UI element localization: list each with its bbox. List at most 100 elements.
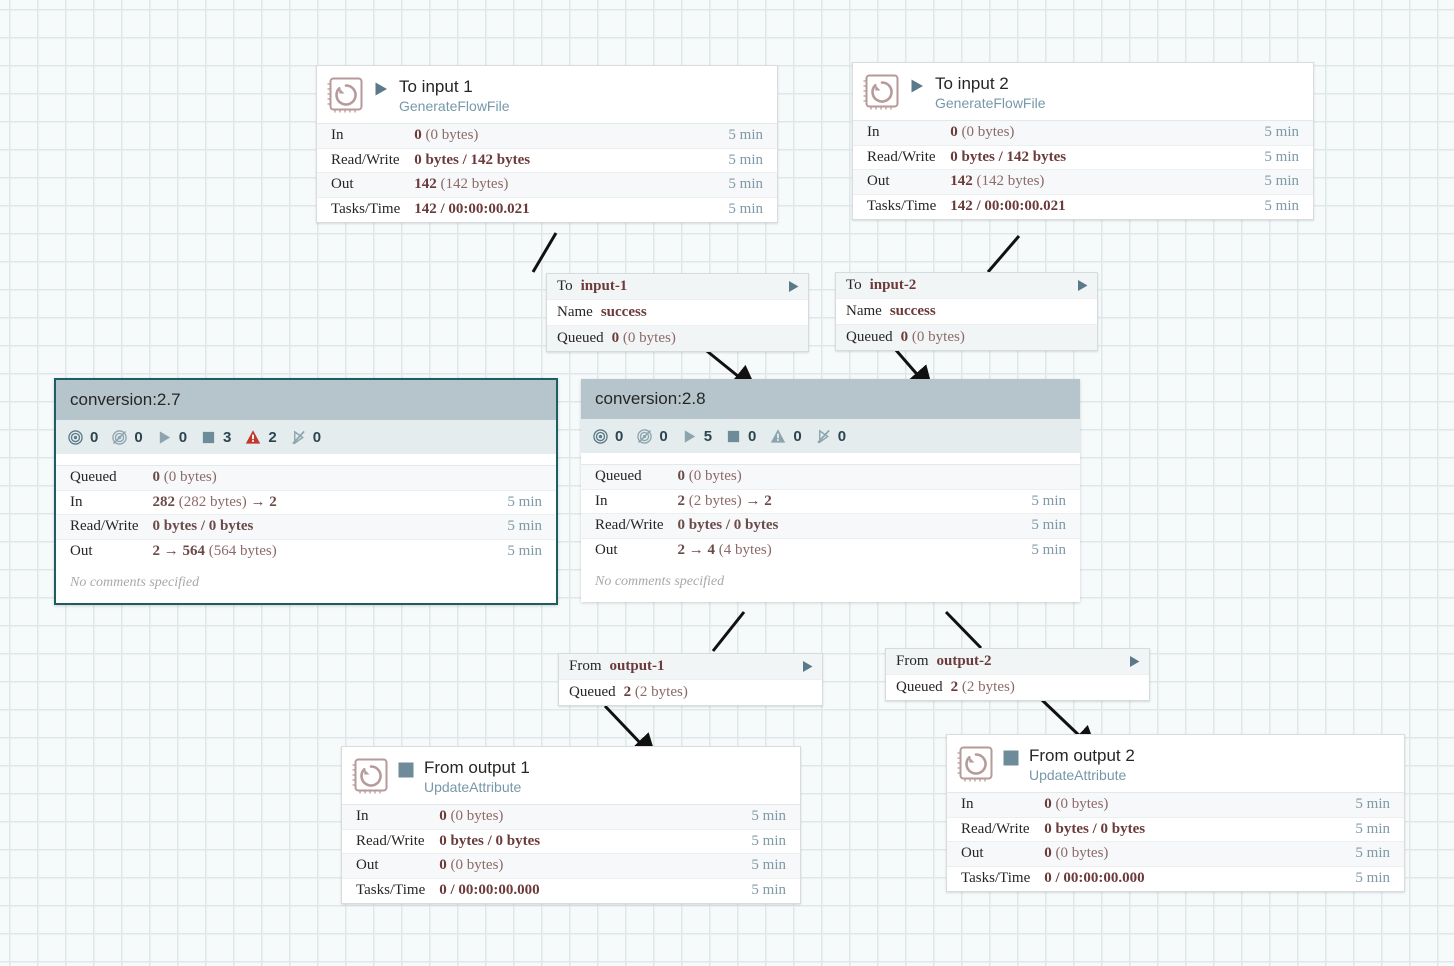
stat-time: 5 min — [1355, 816, 1404, 842]
processor-icon — [352, 757, 390, 795]
process-group-conversion-2-8[interactable]: conversion:2.8 0 — [581, 379, 1080, 602]
stat-value: 2 → 564 (564 bytes) — [138, 538, 508, 564]
play-icon[interactable] — [787, 280, 800, 293]
stop-icon[interactable] — [398, 762, 414, 778]
status-not-transmitting: 0 — [637, 428, 668, 445]
table-row: Read/Write 0 bytes / 142 bytes 5 min — [853, 144, 1313, 170]
connection-row-source: From output-1 — [559, 654, 822, 679]
processor-name: From output 1 — [424, 758, 530, 777]
connection-value: success — [889, 303, 936, 319]
stat-time — [1031, 464, 1080, 489]
play-icon[interactable] — [909, 78, 925, 94]
stat-label: Out — [581, 537, 664, 563]
stat-value: 0 / 00:00:00.000 — [425, 877, 752, 903]
stat-label: Queued — [56, 465, 139, 490]
table-row: Read/Write 0 bytes / 0 bytes 5 min — [947, 816, 1404, 842]
stat-time: 5 min — [751, 804, 800, 829]
stop-icon[interactable] — [1003, 750, 1019, 766]
connection-to-input-1[interactable]: To input-1 Name success Queued 0 (0 byte… — [546, 273, 809, 352]
stat-time: 5 min — [728, 123, 777, 148]
stat-value: 0 (0 bytes) — [400, 123, 729, 148]
connection-row-destination: To input-2 — [836, 273, 1097, 298]
status-disabled: 0 — [816, 428, 846, 445]
processor-from-output-2[interactable]: From output 2 UpdateAttribute In 0 (0 by… — [946, 734, 1405, 892]
connection-row-name: Name success — [547, 299, 808, 325]
table-row: Read/Write 0 bytes / 0 bytes 5 min — [342, 828, 800, 854]
table-row: Tasks/Time 142 / 00:00:00.021 5 min — [317, 196, 777, 222]
table-row: Out 142 (142 bytes) 5 min — [853, 169, 1313, 194]
status-count: 2 — [268, 428, 277, 446]
stat-label: Read/Write — [853, 144, 937, 170]
status-stopped: 3 — [201, 429, 231, 446]
transmitting-icon — [593, 428, 608, 444]
connection-from-output-2[interactable]: From output-2 Queued 2 (2 bytes) — [885, 648, 1150, 701]
warning-icon — [770, 428, 786, 444]
stat-time: 5 min — [1264, 120, 1313, 145]
status-count: 0 — [178, 428, 188, 446]
connection-label: To — [557, 278, 573, 294]
process-group-status-bar: 0 0 0 — [56, 420, 556, 454]
status-running: 0 — [157, 429, 187, 446]
connection-row-source: From output-2 — [886, 649, 1149, 674]
play-icon[interactable] — [801, 660, 814, 673]
stat-label: Tasks/Time — [947, 865, 1031, 891]
not-transmitting-icon — [637, 428, 653, 444]
processor-from-output-1[interactable]: From output 1 UpdateAttribute In 0 (0 by… — [341, 746, 801, 904]
connection-label: Queued — [846, 329, 893, 345]
processor-stats-table: In 0 (0 bytes) 5 min Read/Write 0 bytes … — [317, 123, 777, 222]
processor-to-input-1[interactable]: To input 1 GenerateFlowFile In 0 (0 byte… — [316, 65, 778, 223]
table-row: In 0 (0 bytes) 5 min — [947, 792, 1404, 817]
status-invalid: 2 — [245, 428, 277, 446]
table-row: Out 142 (142 bytes) 5 min — [317, 172, 777, 197]
process-group-comment: No comments specified — [56, 563, 556, 603]
connection-from-output-1[interactable]: From output-1 Queued 2 (2 bytes) — [558, 653, 823, 706]
processor-to-input-2[interactable]: To input 2 GenerateFlowFile In 0 (0 byte… — [852, 62, 1314, 220]
processor-type: GenerateFlowFile — [399, 98, 510, 114]
connection-label: From — [896, 653, 929, 669]
stat-time: 5 min — [751, 877, 800, 903]
wire-from-output-2-upper — [944, 610, 983, 650]
play-icon[interactable] — [1076, 279, 1089, 292]
stat-value: 0 (0 bytes) — [936, 120, 1265, 145]
play-icon[interactable] — [1128, 655, 1141, 668]
stat-time: 5 min — [751, 853, 800, 878]
status-transmitting: 0 — [68, 429, 98, 446]
processor-header: From output 1 UpdateAttribute — [342, 747, 800, 804]
processor-name: From output 2 — [1029, 746, 1135, 765]
stat-value: 0 bytes / 142 bytes — [936, 144, 1265, 170]
process-group-stats-table: Queued 0 (0 bytes) In 282 (282 bytes) → … — [56, 465, 556, 564]
stat-value: 142 (142 bytes) — [400, 172, 729, 197]
connection-value: 0 (0 bytes) — [900, 329, 965, 345]
connection-value: success — [600, 304, 647, 320]
status-disabled: 0 — [291, 429, 321, 446]
table-row: Out 0 (0 bytes) 5 min — [947, 841, 1404, 866]
process-group-comment: No comments specified — [581, 562, 1080, 602]
stat-label: Read/Write — [56, 514, 139, 539]
table-row: Out 0 (0 bytes) 5 min — [342, 853, 800, 878]
connection-to-input-2[interactable]: To input-2 Name success Queued 0 (0 byte… — [835, 272, 1098, 351]
processor-type: UpdateAttribute — [424, 779, 522, 795]
stat-label: Tasks/Time — [317, 196, 401, 222]
stat-label: Read/Write — [581, 513, 664, 538]
connection-label: From — [569, 658, 602, 674]
stat-time: 5 min — [1031, 513, 1080, 538]
stat-time: 5 min — [1031, 537, 1080, 563]
stat-value: 0 bytes / 0 bytes — [1030, 816, 1356, 842]
process-group-name: conversion:2.8 — [581, 379, 1080, 419]
stat-time: 5 min — [1031, 488, 1080, 514]
process-group-conversion-2-7[interactable]: conversion:2.7 0 — [54, 378, 558, 605]
spacer — [56, 454, 556, 465]
connection-label: Name — [557, 304, 593, 320]
stat-label: Queued — [581, 464, 664, 489]
stat-value: 0 (0 bytes) — [663, 464, 1032, 489]
processor-name: To input 2 — [935, 74, 1009, 93]
status-count: 0 — [793, 427, 802, 445]
stat-time: 5 min — [507, 514, 556, 539]
status-stopped: 0 — [726, 428, 756, 445]
play-icon[interactable] — [373, 81, 389, 97]
stat-label: Out — [317, 172, 401, 197]
disabled-icon — [816, 429, 831, 444]
table-row: Read/Write 0 bytes / 142 bytes 5 min — [317, 147, 777, 173]
disabled-icon — [291, 430, 306, 445]
